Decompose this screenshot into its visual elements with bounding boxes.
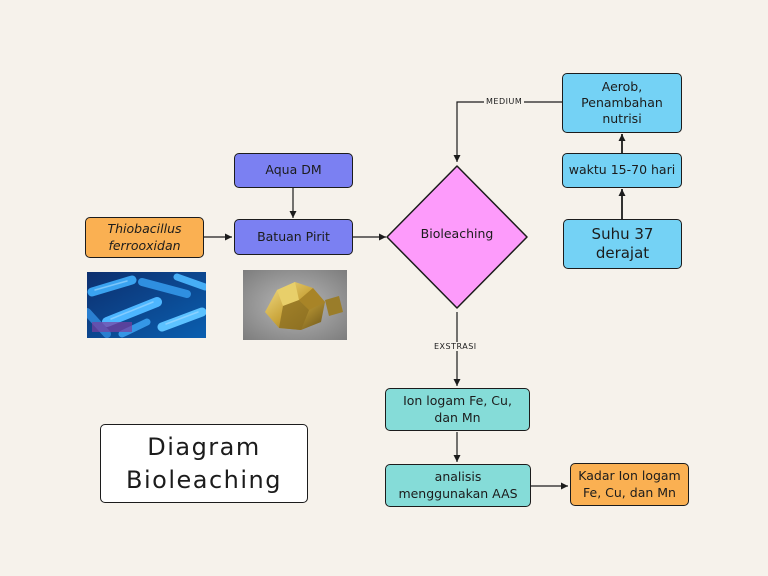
- bioleaching-diamond: [386, 165, 528, 309]
- node-ion-logam-line2: dan Mn: [434, 409, 481, 425]
- node-aerob-line3: nutrisi: [602, 111, 642, 127]
- node-ion-logam: Ion logam Fe, Cu, dan Mn: [385, 388, 530, 431]
- node-aqua-dm-label: Aqua DM: [265, 162, 322, 178]
- bioleaching-label: Bioleaching: [420, 226, 494, 241]
- node-analisis: analisis menggunakan AAS: [385, 464, 531, 507]
- node-analisis-line2: menggunakan AAS: [398, 485, 518, 501]
- node-thiobacillus-line1: Thiobacillus: [107, 221, 182, 237]
- diagram-title-line1: Diagram: [147, 433, 261, 462]
- node-suhu: Suhu 37 derajat: [563, 219, 682, 269]
- pyrite-photo: [243, 270, 347, 340]
- node-thiobacillus-line2: ferrooxidan: [108, 237, 181, 253]
- node-thiobacillus: Thiobacillus ferrooxidan: [85, 217, 204, 258]
- node-suhu-line2: derajat: [595, 244, 650, 262]
- node-kadar-line1: Kadar Ion logam: [578, 468, 681, 484]
- node-aqua-dm: Aqua DM: [234, 153, 353, 188]
- node-kadar: Kadar Ion logam Fe, Cu, dan Mn: [570, 463, 689, 506]
- bacteria-photo: [87, 272, 206, 338]
- diagram-title: Diagram Bioleaching: [100, 424, 308, 503]
- node-aerob-line1: Aerob,: [601, 78, 643, 94]
- node-aerob-line2: Penambahan: [581, 94, 663, 110]
- node-analisis-line1: analisis: [434, 469, 482, 485]
- node-aerob: Aerob, Penambahan nutrisi: [562, 73, 682, 133]
- node-waktu-label: waktu 15-70 hari: [568, 162, 676, 178]
- edge-aerob-to-bioleaching: [453, 101, 563, 162]
- node-batuan-pirit: Batuan Pirit: [234, 219, 353, 255]
- diagram-title-line2: Bioleaching: [126, 465, 282, 494]
- node-waktu: waktu 15-70 hari: [562, 153, 682, 188]
- node-kadar-line2: Fe, Cu, dan Mn: [583, 484, 676, 500]
- node-batuan-pirit-label: Batuan Pirit: [257, 228, 330, 244]
- node-suhu-line1: Suhu 37: [591, 224, 654, 243]
- node-ion-logam-line1: Ion logam Fe, Cu,: [403, 393, 512, 409]
- edge-label-exstrasi: EXSTRASI: [432, 342, 479, 351]
- edge-label-medium: MEDIUM: [484, 97, 525, 106]
